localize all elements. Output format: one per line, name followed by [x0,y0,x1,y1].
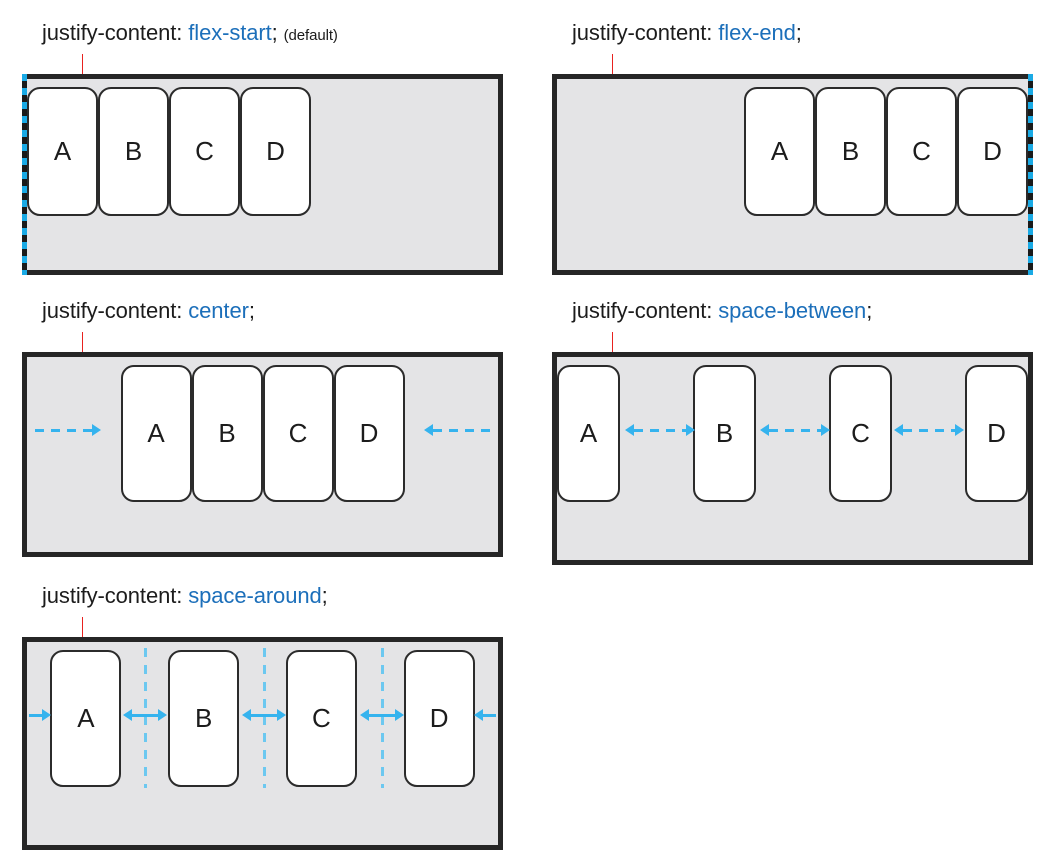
caption-note: (default) [283,27,338,44]
dashed-edge-marker-left-icon [22,74,27,275]
flex-item: B [815,87,886,216]
flex-item: D [957,87,1028,216]
red-tick-icon [82,332,83,352]
caption-space-between: justify-content: space-between; [552,300,1033,322]
flex-items-row: A B C D [27,365,498,502]
flex-item: A [744,87,815,216]
flex-item: A [120,365,192,502]
flex-container-center: A B C D [22,352,503,557]
panel-flex-end: justify-content: flex-end; A B C D [552,22,1033,275]
flex-item: D [965,365,1028,502]
flex-item: A [50,650,122,787]
flex-container-flex-end: A B C D [552,74,1033,275]
flex-container-space-around: A B C D [22,637,503,850]
caption-property: justify-content: [42,298,183,323]
red-tick-icon [612,332,613,352]
flex-item: B [693,365,756,502]
flex-container-flex-start: A B C D [22,74,503,275]
caption-value: space-between [718,298,867,323]
flex-item: B [191,365,263,502]
flex-items-row: A B C D [27,650,498,787]
flex-container-space-between: A B C D [552,352,1033,565]
caption-property: justify-content: [572,298,713,323]
caption-property: justify-content: [42,583,183,608]
caption-flex-start: justify-content: flex-start; (default) [22,22,503,44]
flex-item: C [262,365,334,502]
panel-space-between: justify-content: space-between; A B C D [552,300,1033,565]
divider-dashed-2-icon [263,648,266,788]
panel-space-around: justify-content: space-around; A B C D [22,585,503,850]
flex-item: D [333,365,405,502]
flex-item: D [403,650,475,787]
caption-semicolon: ; [866,298,873,323]
caption-semicolon: ; [271,20,278,45]
caption-semicolon: ; [248,298,255,323]
flex-item: B [168,650,240,787]
caption-flex-end: justify-content: flex-end; [552,22,1033,44]
panel-center: justify-content: center; A B C D [22,300,503,557]
flex-item: A [557,365,620,502]
flex-item: A [27,87,98,216]
caption-value: flex-end [718,20,796,45]
flex-items-row: A B C D [27,87,498,216]
red-tick-icon [82,54,83,74]
red-tick-icon [82,617,83,637]
flex-item: C [169,87,240,216]
flex-item: C [285,650,357,787]
caption-space-around: justify-content: space-around; [22,585,503,607]
flex-items-row: A B C D [557,365,1028,502]
flex-item: C [829,365,892,502]
caption-semicolon: ; [321,583,328,608]
caption-value: center [188,298,249,323]
caption-value: flex-start [188,20,272,45]
red-tick-icon [612,54,613,74]
caption-property: justify-content: [572,20,713,45]
divider-dashed-3-icon [381,648,384,788]
flex-item: B [98,87,169,216]
caption-property: justify-content: [42,20,183,45]
panel-flex-start: justify-content: flex-start; (default) A… [22,22,503,275]
caption-value: space-around [188,583,322,608]
flex-item: C [886,87,957,216]
divider-dashed-1-icon [144,648,147,788]
flex-items-row: A B C D [557,87,1028,216]
flex-item: D [240,87,311,216]
caption-center: justify-content: center; [22,300,503,322]
caption-semicolon: ; [795,20,802,45]
dashed-edge-marker-right-icon [1028,74,1033,275]
